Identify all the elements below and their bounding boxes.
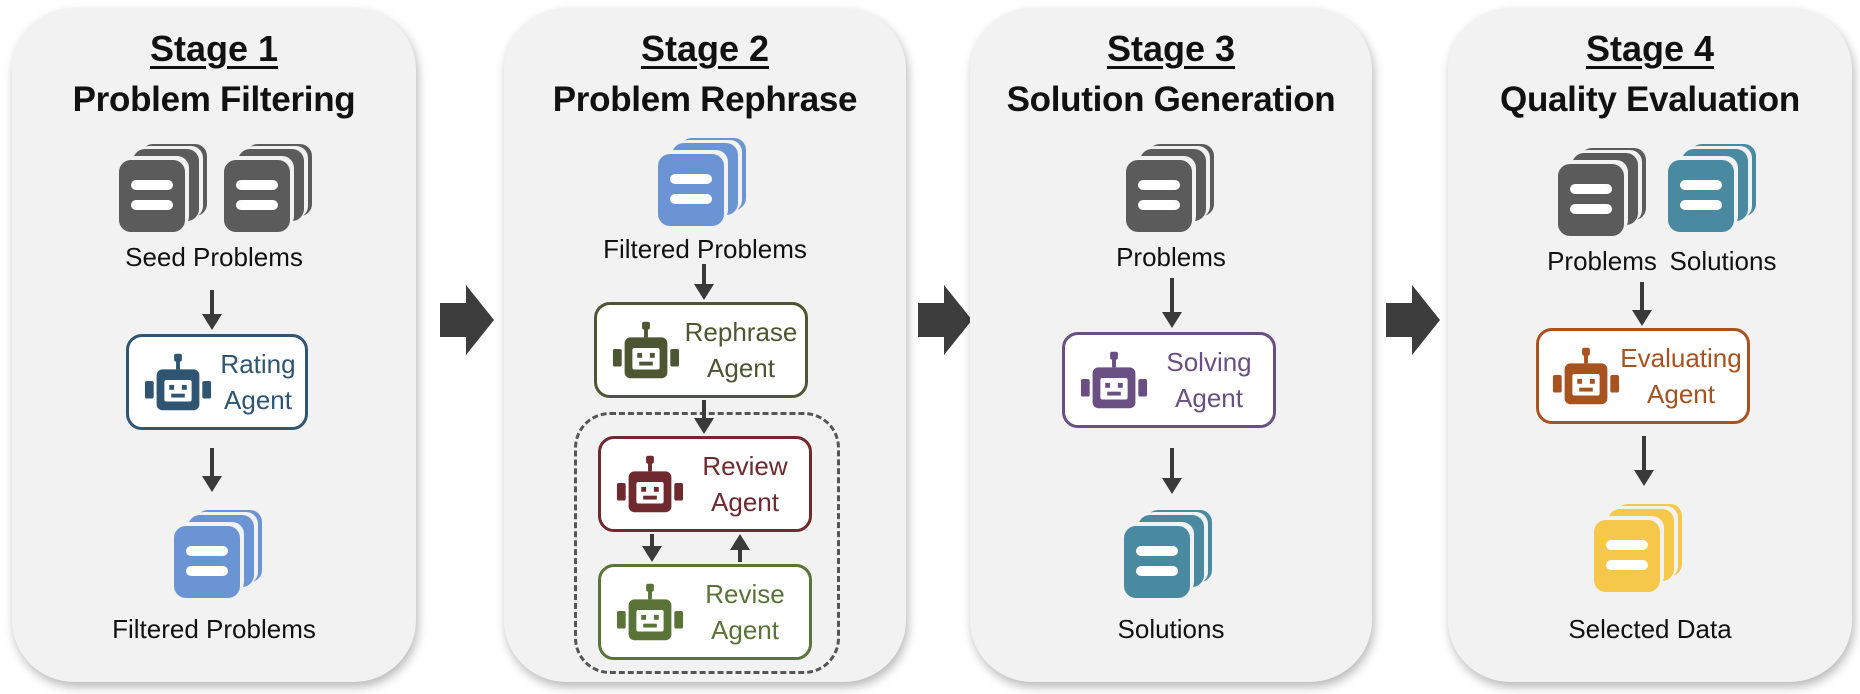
revise-agent-label: Revise Agent <box>685 576 805 648</box>
robot-icon <box>616 455 684 513</box>
stage-transition-arrow-icon <box>440 285 494 355</box>
stage3-panel: Stage 3 Solution Generation Problems Sol… <box>970 8 1372 682</box>
arrow-down-icon <box>694 400 714 434</box>
robot-icon <box>612 321 680 379</box>
selected-data-doc-icon <box>1594 504 1682 592</box>
solutions-label: Solutions <box>1669 246 1777 276</box>
evaluating-agent-box: Evaluating Agent <box>1536 328 1750 424</box>
selected-data-label: Selected Data <box>1568 614 1732 644</box>
problems-doc-icon <box>1558 148 1646 236</box>
arrow-down-icon <box>642 534 662 562</box>
solving-agent-box: Solving Agent <box>1062 332 1276 428</box>
seed-problems-doc-icon-2 <box>224 144 312 232</box>
review-agent-label: Review Agent <box>685 448 805 520</box>
rephrase-agent-line1: Rephrase <box>684 317 798 347</box>
solutions-label: Solutions <box>1117 614 1225 644</box>
stage3-title: Solution Generation <box>1006 80 1336 119</box>
evaluating-agent-line2: Agent <box>1647 379 1715 409</box>
arrow-down-icon <box>202 448 222 492</box>
revise-agent-line2: Agent <box>711 615 779 645</box>
seed-problems-label: Seed Problems <box>125 242 303 272</box>
stage2-title: Problem Rephrase <box>552 80 858 119</box>
robot-icon <box>144 353 212 411</box>
rating-agent-label: Rating Agent <box>215 346 301 418</box>
rephrase-agent-line2: Agent <box>707 353 775 383</box>
solutions-doc-icon <box>1124 510 1212 598</box>
solving-agent-line2: Agent <box>1175 383 1243 413</box>
evaluating-agent-label: Evaluating Agent <box>1615 340 1747 412</box>
stage-transition-arrow-icon <box>918 285 972 355</box>
solving-agent-line1: Solving <box>1166 347 1252 377</box>
stage3-label: Stage 3 <box>1106 28 1236 69</box>
arrow-down-icon <box>694 264 714 300</box>
revise-agent-box: Revise Agent <box>598 564 812 660</box>
stage4-panel: Stage 4 Quality Evaluation Problems Solu… <box>1448 8 1852 682</box>
rating-agent-line2: Agent <box>224 385 292 415</box>
filtered-problems-doc-icon <box>174 510 262 598</box>
stage-transition-arrow-icon <box>1386 285 1440 355</box>
solving-agent-label: Solving Agent <box>1149 344 1269 416</box>
rephrase-agent-box: Rephrase Agent <box>594 302 808 398</box>
problems-label: Problems <box>1547 246 1657 276</box>
arrow-down-icon <box>1634 436 1654 486</box>
arrow-down-icon <box>1162 278 1182 328</box>
stage4-title: Quality Evaluation <box>1500 80 1800 119</box>
review-agent-line2: Agent <box>711 487 779 517</box>
review-agent-line1: Review <box>702 451 788 481</box>
review-agent-box: Review Agent <box>598 436 812 532</box>
stage1-title: Problem Filtering <box>72 80 356 119</box>
revise-agent-line1: Revise <box>705 579 785 609</box>
filtered-problems-doc-icon <box>658 138 746 226</box>
stage4-label: Stage 4 <box>1585 28 1715 69</box>
solutions-doc-icon <box>1668 144 1756 232</box>
rephrase-agent-label: Rephrase Agent <box>681 314 801 386</box>
filtered-problems-label: Filtered Problems <box>603 234 807 264</box>
stage2-label: Stage 2 <box>640 28 770 69</box>
arrow-down-icon <box>1162 448 1182 494</box>
problems-doc-icon <box>1126 144 1214 232</box>
evaluating-agent-line1: Evaluating <box>1620 343 1742 373</box>
arrow-down-icon <box>1632 282 1652 326</box>
stage1-label: Stage 1 <box>149 28 279 69</box>
rating-agent-line1: Rating <box>220 349 296 379</box>
robot-icon <box>1552 347 1620 405</box>
seed-problems-doc-icon-1 <box>119 144 207 232</box>
arrow-up-icon <box>730 534 750 562</box>
stage2-panel: Stage 2 Problem Rephrase Filtered Proble… <box>504 8 906 682</box>
robot-icon <box>1080 351 1148 409</box>
stage1-panel: Stage 1 Problem Filtering Seed Problems … <box>12 8 416 682</box>
problems-label: Problems <box>1116 242 1226 272</box>
arrow-down-icon <box>202 290 222 330</box>
rating-agent-box: Rating Agent <box>126 334 308 430</box>
robot-icon <box>616 583 684 641</box>
filtered-problems-label: Filtered Problems <box>112 614 316 644</box>
review-revise-loop-group <box>574 412 840 674</box>
